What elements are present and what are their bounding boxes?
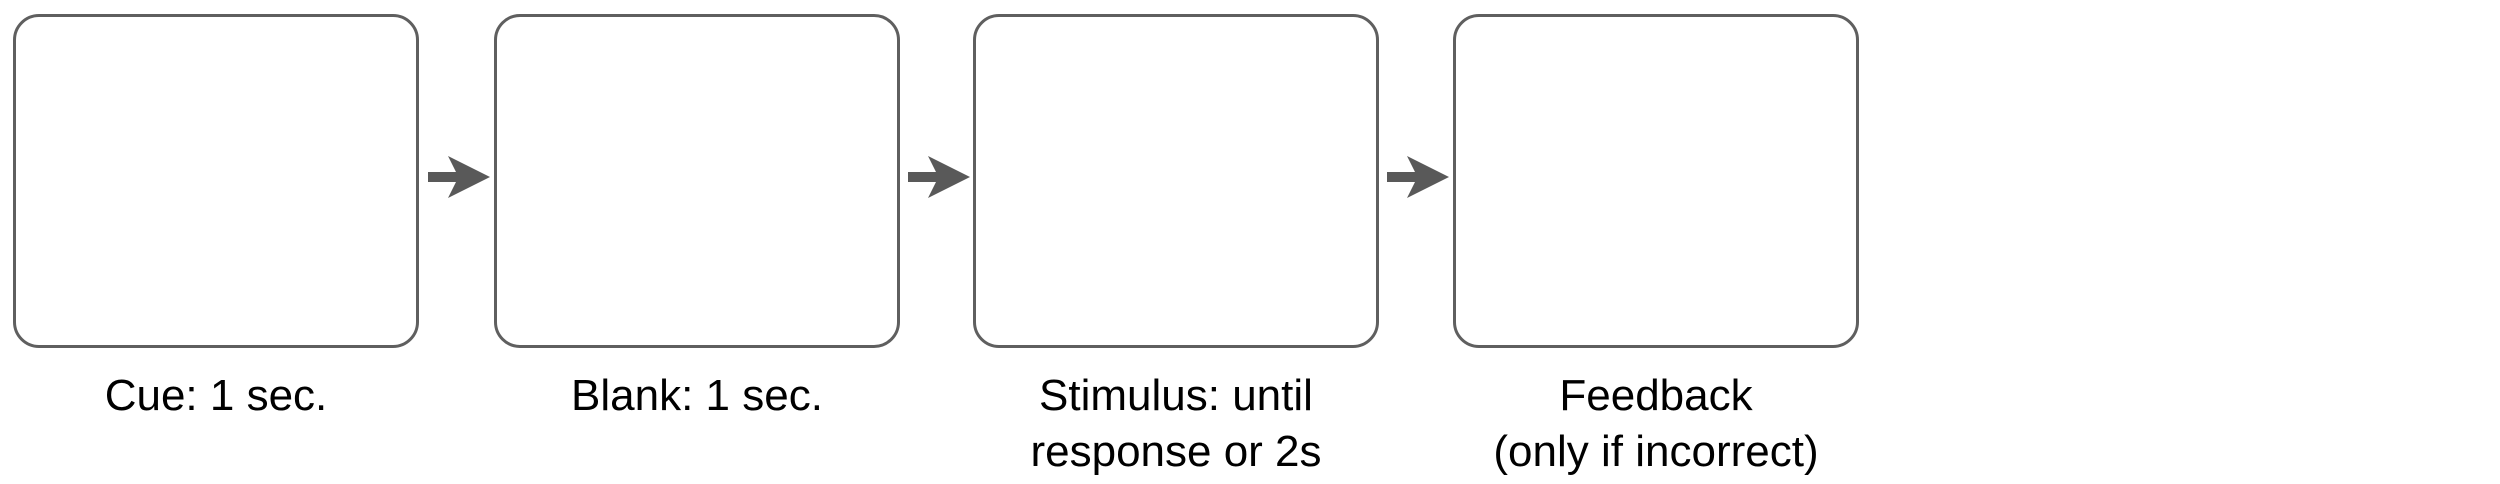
- feedback-caption-line-2: (only if incorrect): [1493, 427, 1819, 476]
- blank-caption: Blank: 1 sec.: [454, 368, 940, 424]
- blank-screen-frame: [494, 14, 900, 348]
- stimulus-caption-line-2: response or 2s: [1030, 427, 1322, 476]
- stimulus-screen-frame: [973, 14, 1379, 348]
- arrow-icon: [908, 155, 970, 199]
- blank-caption-line-1: Blank: 1 sec.: [571, 371, 823, 420]
- stimulus-caption: Stimulus: until response or 2s: [933, 368, 1419, 480]
- arrow-icon: [1387, 155, 1449, 199]
- cue-caption-line-1: Cue: 1 sec.: [104, 371, 328, 420]
- arrow-icon: [428, 155, 490, 199]
- feedback-caption-line-1: Feedback: [1559, 371, 1753, 420]
- feedback-screen-frame: [1453, 14, 1859, 348]
- stimulus-caption-line-1: Stimulus: until: [1039, 371, 1313, 420]
- feedback-caption: Feedback (only if incorrect): [1413, 368, 1899, 480]
- cue-caption: Cue: 1 sec.: [0, 368, 459, 424]
- cue-screen-frame: [13, 14, 419, 348]
